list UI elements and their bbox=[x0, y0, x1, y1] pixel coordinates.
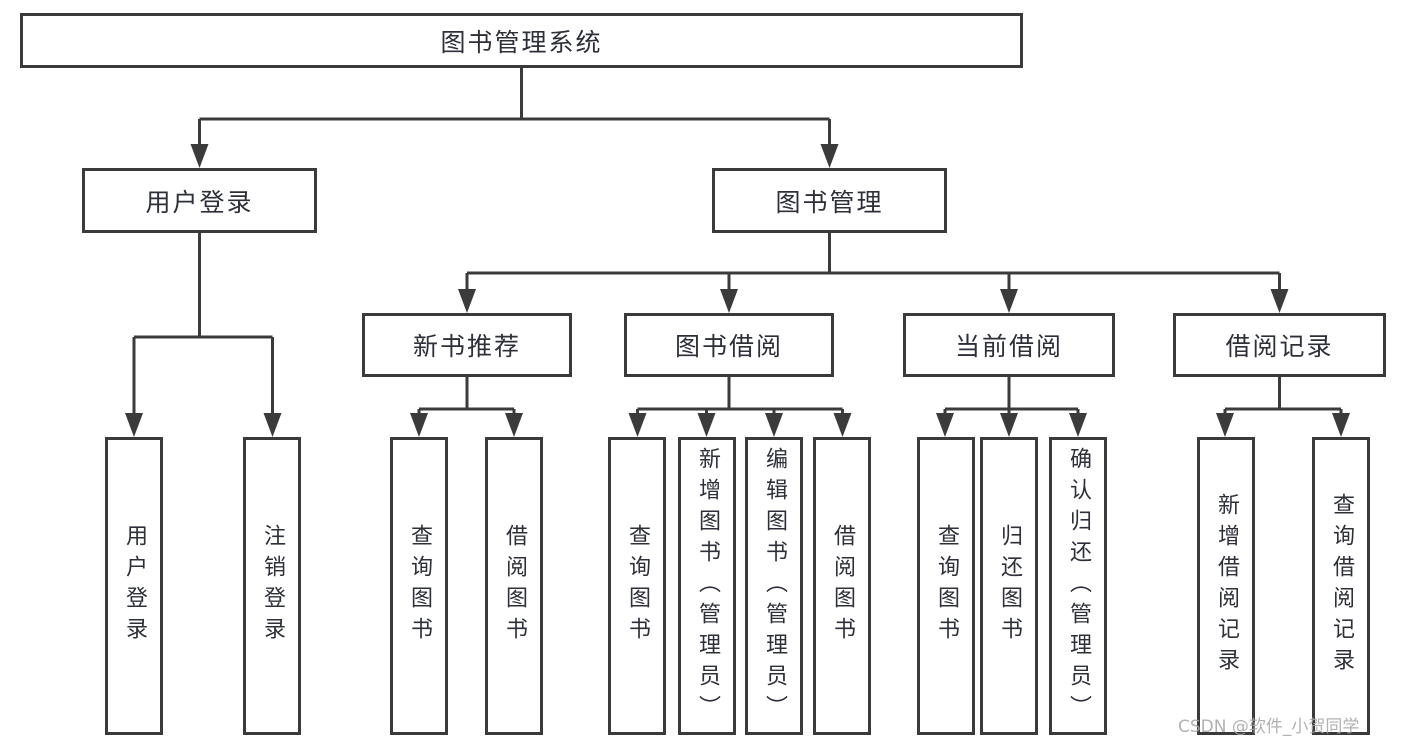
node-new-books-label: 新书推荐 bbox=[412, 332, 521, 361]
leaf-bb-borrow-book: 借阅图书 bbox=[813, 437, 871, 735]
arrowhead-bb-borrow-book bbox=[833, 413, 852, 437]
arrowhead-cb-query-book bbox=[936, 413, 954, 437]
leaf-bb-query-book: 查询图书 bbox=[608, 437, 666, 735]
leaf-logout: 注销登录 bbox=[243, 437, 301, 735]
node-book-management-label: 图书管理 bbox=[775, 187, 884, 217]
connector-new-books-to-leaves bbox=[417, 377, 516, 420]
leaf-br-query-record-label: 查询借阅记录 bbox=[1329, 493, 1354, 679]
connector-book-borrow-to-leaves bbox=[636, 377, 844, 420]
arrowhead-cb-confirm bbox=[1069, 413, 1087, 437]
arrowhead-book-management bbox=[820, 144, 839, 168]
arrowhead-br-query-record bbox=[1332, 413, 1350, 437]
arrowhead-bb-edit-book bbox=[765, 413, 783, 437]
node-root: 图书管理系统 bbox=[20, 13, 1023, 68]
arrowhead-cb-return-book bbox=[1000, 413, 1018, 437]
node-current-borrow-label: 当前借阅 bbox=[954, 332, 1063, 361]
arrowhead-nb-borrow-book bbox=[505, 413, 523, 437]
arrowhead-nb-query-book bbox=[410, 413, 428, 437]
leaf-cb-return-book-label: 归还图书 bbox=[997, 524, 1022, 648]
leaf-br-query-record: 查询借阅记录 bbox=[1312, 437, 1370, 735]
leaf-nb-query-book: 查询图书 bbox=[390, 437, 448, 735]
leaf-cb-confirm-label: 确认归还（管理员） bbox=[1066, 446, 1091, 726]
connector-borrow-records-to-leaves bbox=[1223, 377, 1343, 420]
node-book-borrow-label: 图书借阅 bbox=[674, 332, 783, 361]
leaf-bb-query-book-label: 查询图书 bbox=[625, 524, 650, 648]
arrowhead-bb-query-book bbox=[628, 413, 647, 437]
leaf-cb-query-book: 查询图书 bbox=[917, 437, 975, 735]
leaf-bb-borrow-book-label: 借阅图书 bbox=[830, 524, 855, 648]
leaf-bb-edit-book-label: 编辑图书（管理员） bbox=[762, 446, 787, 726]
arrowhead-new-books bbox=[458, 289, 476, 313]
node-book-management: 图书管理 bbox=[712, 168, 947, 233]
leaf-bb-add-book: 新增图书（管理员） bbox=[678, 437, 736, 735]
arrowhead-book-borrow bbox=[720, 289, 738, 313]
arrowhead-leaf-logout bbox=[263, 413, 282, 437]
leaf-br-add-record: 新增借阅记录 bbox=[1197, 437, 1255, 735]
leaf-br-add-record-label: 新增借阅记录 bbox=[1214, 493, 1239, 679]
node-borrow-records: 借阅记录 bbox=[1173, 313, 1386, 377]
leaf-nb-borrow-book-label: 借阅图书 bbox=[502, 524, 527, 648]
node-book-borrow: 图书借阅 bbox=[624, 313, 834, 377]
leaf-cb-query-book-label: 查询图书 bbox=[934, 524, 959, 648]
node-root-label: 图书管理系统 bbox=[440, 27, 603, 57]
leaf-cb-confirm: 确认归还（管理员） bbox=[1049, 437, 1107, 735]
leaf-nb-borrow-book: 借阅图书 bbox=[485, 437, 543, 735]
connector-book-management-to-level3 bbox=[465, 233, 1281, 295]
node-new-books: 新书推荐 bbox=[362, 313, 572, 377]
arrowhead-current-borrow bbox=[1000, 289, 1018, 313]
connector-root-to-level2 bbox=[198, 68, 831, 150]
leaf-bb-edit-book: 编辑图书（管理员） bbox=[745, 437, 803, 735]
leaf-user-login-label: 用户登录 bbox=[122, 524, 147, 648]
leaf-user-login: 用户登录 bbox=[105, 437, 163, 735]
leaf-cb-return-book: 归还图书 bbox=[980, 437, 1038, 735]
leaf-nb-query-book-label: 查询图书 bbox=[407, 524, 432, 648]
node-borrow-records-label: 借阅记录 bbox=[1225, 332, 1334, 361]
arrowhead-bb-add-book bbox=[697, 413, 716, 437]
node-user-login-label: 用户登录 bbox=[145, 187, 254, 217]
connector-user-login-to-leaves bbox=[132, 233, 274, 420]
arrowhead-leaf-user-login bbox=[125, 413, 143, 437]
node-user-login: 用户登录 bbox=[82, 168, 317, 233]
arrowhead-user-login bbox=[190, 144, 209, 168]
leaf-bb-add-book-label: 新增图书（管理员） bbox=[695, 446, 720, 726]
arrowhead-br-add-record bbox=[1216, 413, 1234, 437]
arrowhead-borrow-records bbox=[1270, 289, 1289, 313]
leaf-logout-label: 注销登录 bbox=[260, 524, 285, 648]
node-current-borrow: 当前借阅 bbox=[903, 313, 1115, 377]
